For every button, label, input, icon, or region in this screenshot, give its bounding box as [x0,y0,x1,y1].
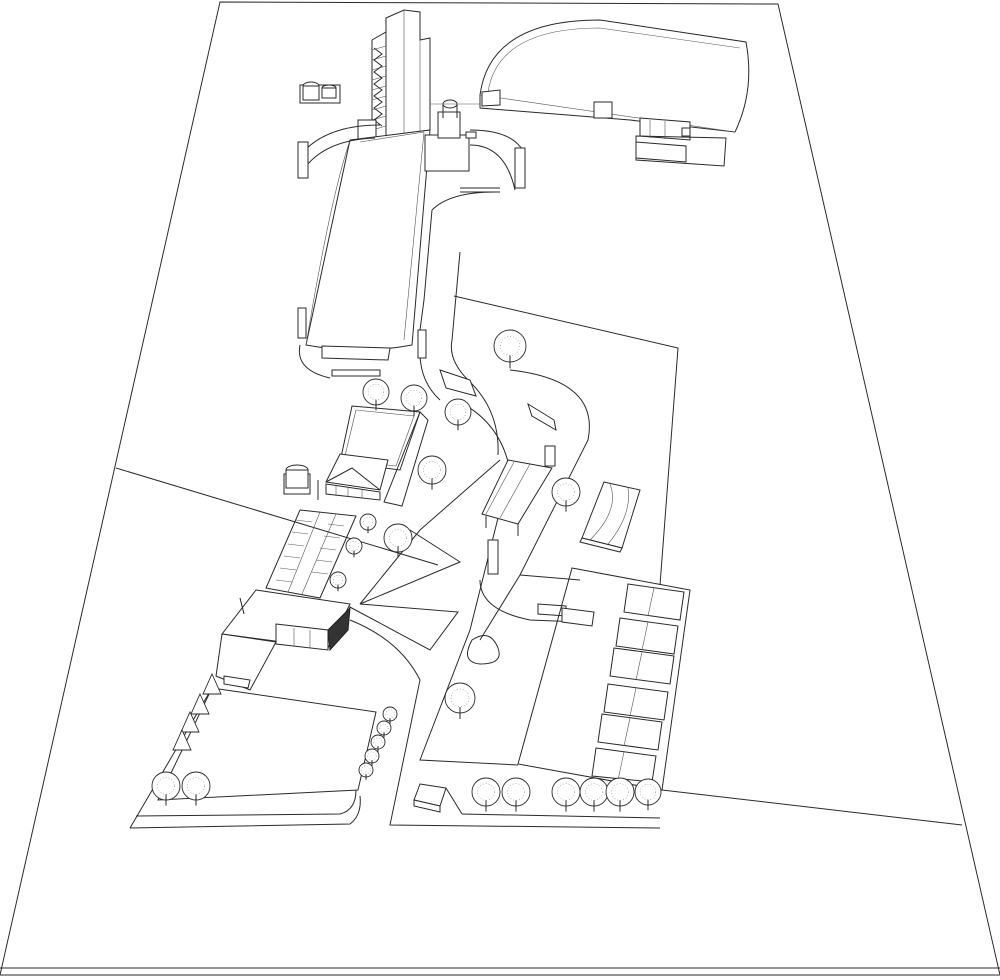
tree-icon [552,478,580,512]
tree-icon [371,735,385,752]
tree-icon [346,538,362,557]
tree-icon [445,683,475,719]
tree-icon [383,707,397,724]
tree-group [152,330,661,812]
water-tank [284,465,318,500]
landscape-patch [468,636,500,665]
tree-icon [384,524,412,558]
tree-icon [401,385,427,416]
tree-icon [363,379,389,410]
tree-icon [552,778,580,812]
parking-bays [592,584,684,782]
tree-icon [377,721,391,738]
tree-icon [580,778,608,812]
conifer-icon [191,694,209,714]
kiosk [414,784,660,818]
tree-icon [494,330,526,368]
tree-icon [472,778,500,812]
office-building [326,406,428,506]
arched-shed [580,482,640,552]
conifer-icon [173,730,191,750]
storage-tanks [300,82,340,103]
main-roads [299,210,678,828]
plant-roadways [298,125,525,210]
hangar-building [480,20,749,132]
tree-icon [502,778,530,812]
gatehouse [216,590,350,690]
sports-field [130,688,376,828]
conifer-icon [181,712,199,732]
tree-icon [365,749,379,766]
tree-icon [635,779,661,810]
tower-complex [358,10,430,146]
mid-shed [482,460,552,536]
tree-icon [606,778,634,812]
tree-icon [418,456,446,490]
tree-icon [330,572,346,591]
bus-parking [518,568,690,790]
tree-icon [182,772,210,806]
left-parking [266,510,356,598]
processing-plant [425,100,480,171]
long-warehouse [306,130,430,360]
vehicles [298,308,594,626]
utility-blocks [636,118,726,166]
tree-icon [152,772,180,806]
tree-icon [359,763,373,780]
conifer-icon [203,674,221,694]
tree-icon [445,399,471,430]
tree-icon [360,514,376,533]
